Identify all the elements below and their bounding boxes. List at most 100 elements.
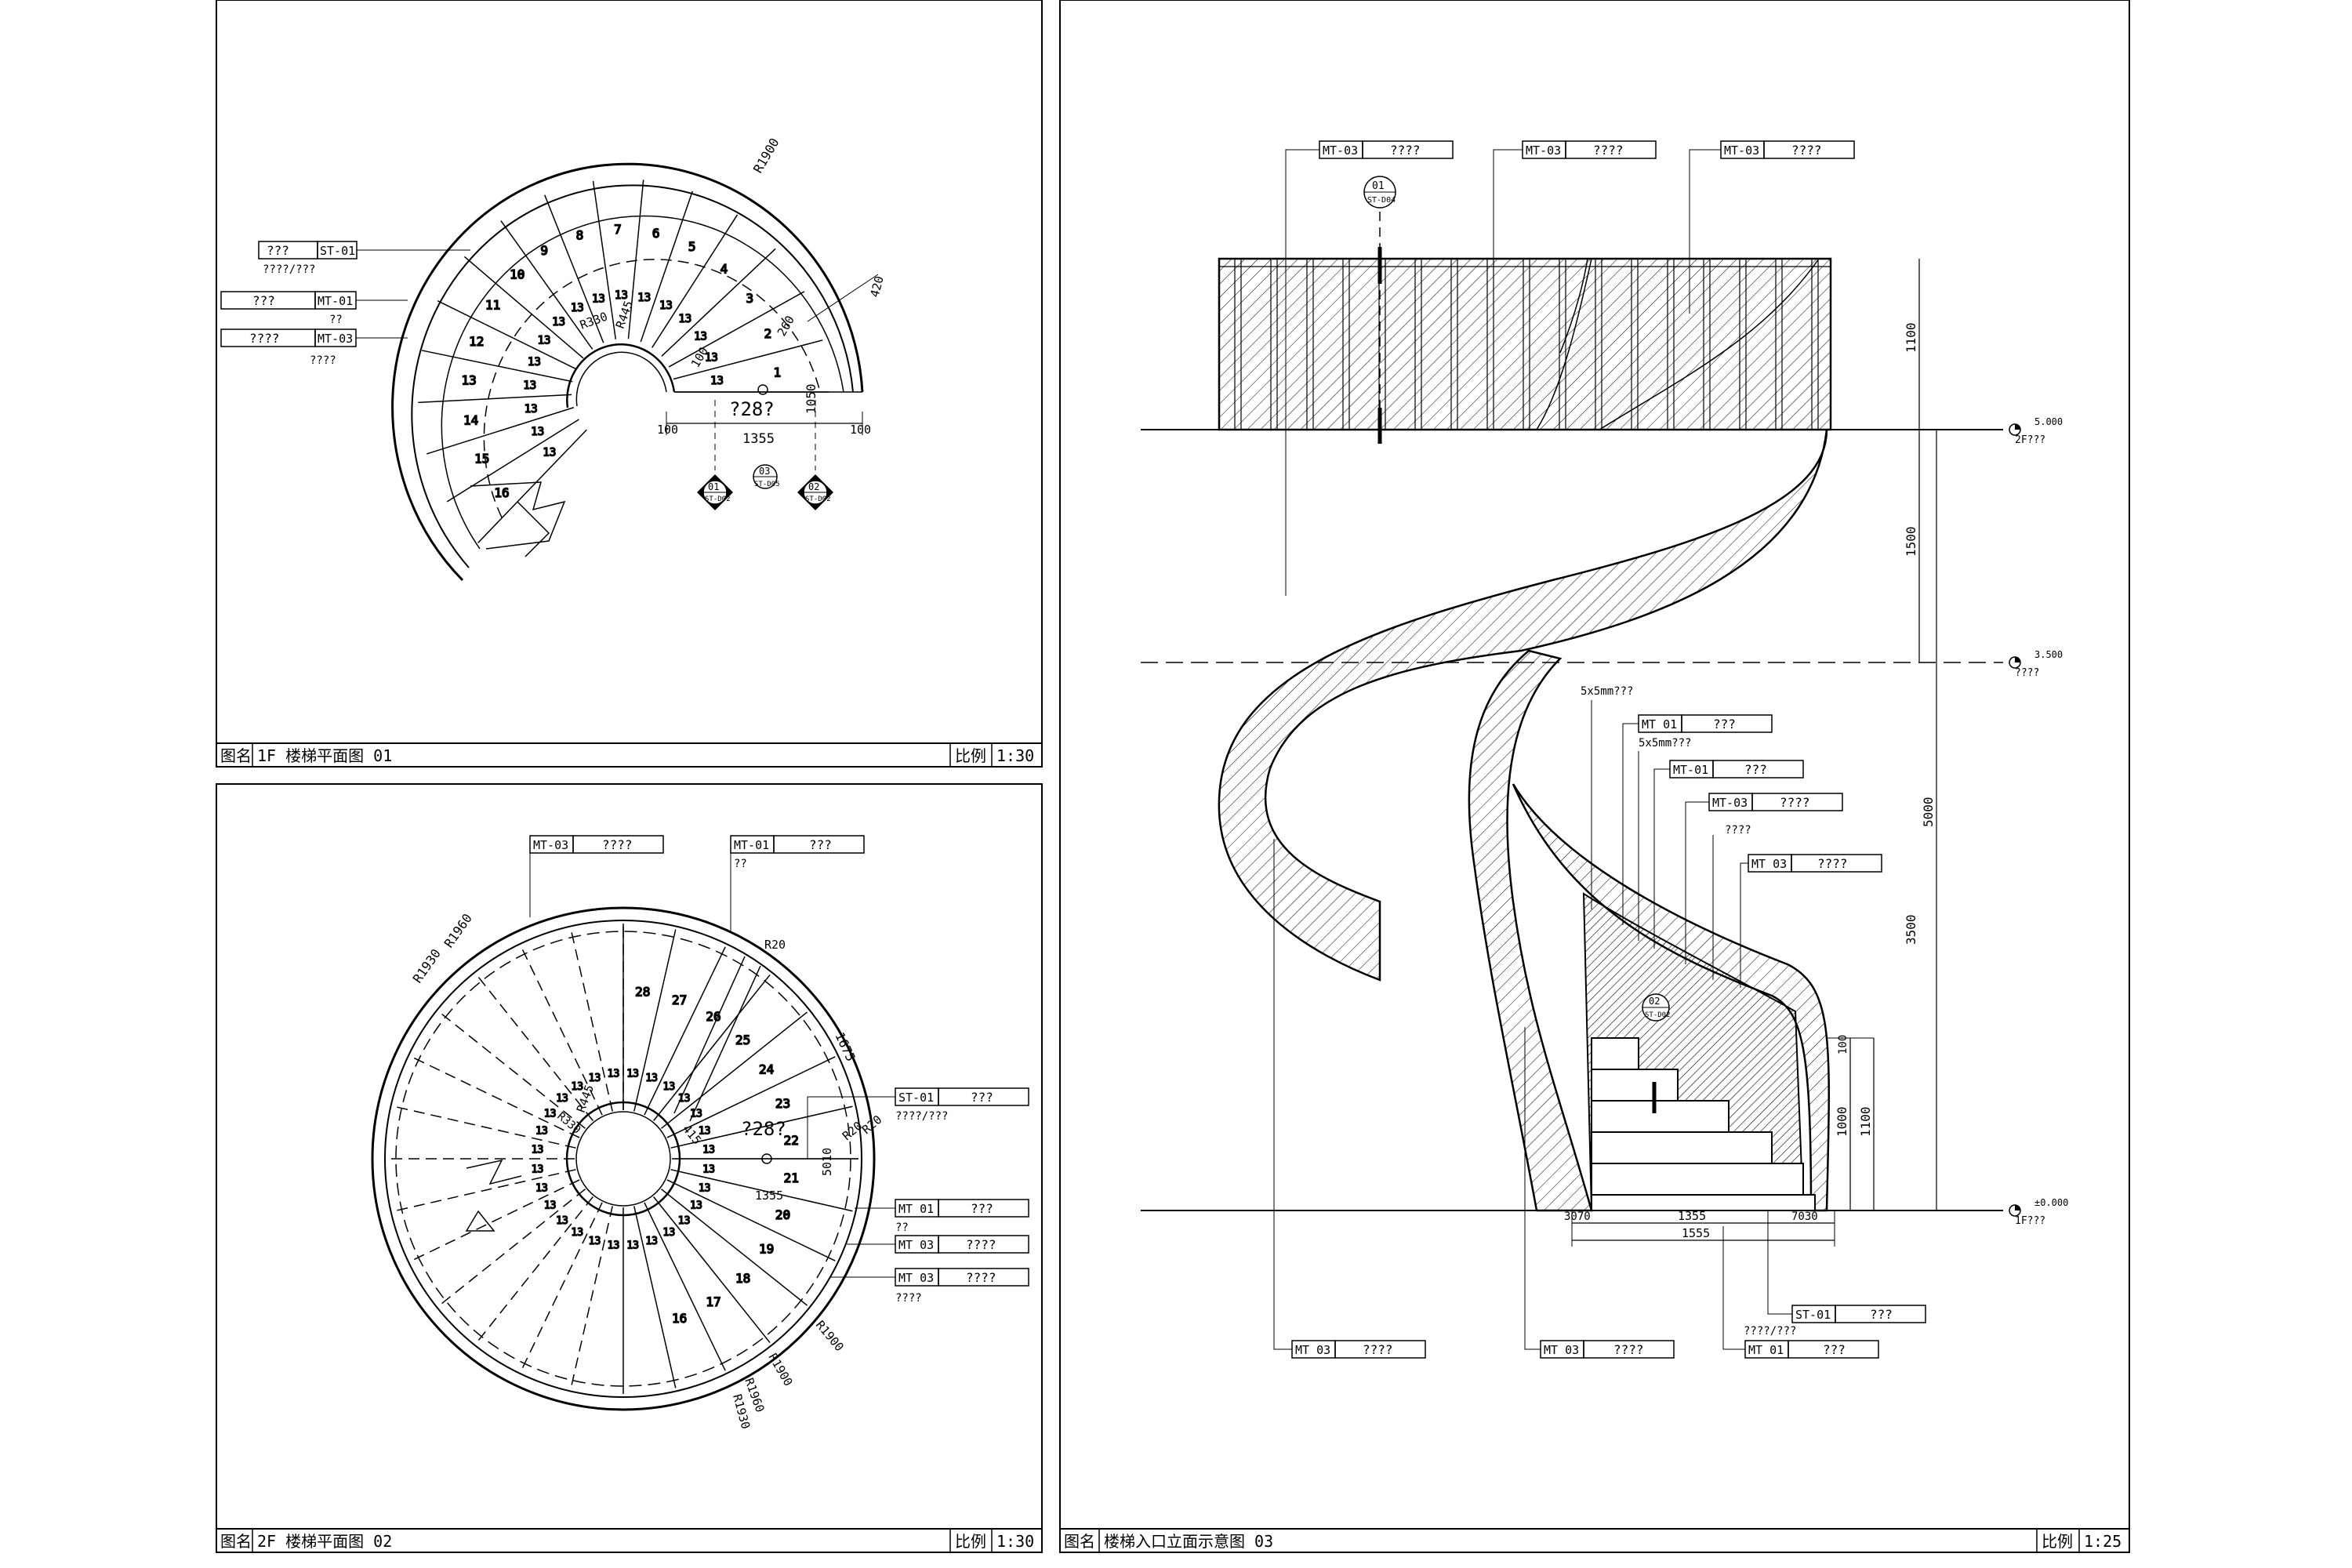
- svg-text:ST-D02: ST-D02: [705, 495, 731, 503]
- level-marker-2f: 5.000 2F???: [2009, 416, 2063, 446]
- dim-3500: 3500: [1904, 914, 1918, 945]
- step-rise: 13: [699, 1182, 711, 1194]
- svg-text:1F???: 1F???: [2015, 1215, 2045, 1227]
- step-rise: 13: [690, 1200, 702, 1212]
- step-rise: 13: [524, 403, 538, 416]
- tread-line: [640, 191, 693, 343]
- step-rise: 13: [678, 1215, 691, 1227]
- dim-1000: 1000: [1835, 1106, 1849, 1137]
- scale-key: 比例: [2042, 1532, 2073, 1551]
- tread-line: [661, 248, 776, 357]
- step-number: 15: [474, 451, 489, 466]
- svg-text:MT 03: MT 03: [1751, 857, 1787, 871]
- dim-r20-c: R20: [859, 1112, 884, 1137]
- title-bar-plan2: 图名 2F 楼梯平面图 02 比例 1:30: [216, 1528, 1042, 1552]
- svg-text:???: ???: [267, 243, 289, 258]
- tread-line: [437, 300, 577, 370]
- step-rise: 13: [637, 292, 651, 304]
- svg-text:????: ????: [2015, 667, 2039, 679]
- step-rise: 13: [710, 375, 724, 387]
- section-callout-mid: 02 ST-D02: [1642, 993, 1671, 1022]
- svg-text:MT-03: MT-03: [1526, 143, 1561, 158]
- svg-text:??: ??: [895, 1221, 909, 1234]
- dim-1355: 1355: [1678, 1209, 1706, 1223]
- dim-1100: 1100: [1904, 322, 1918, 353]
- step-rise: 13: [556, 1093, 568, 1105]
- svg-text:ST-01: ST-01: [320, 244, 355, 258]
- tread-line: [521, 1202, 603, 1371]
- material-tag-top-2: MT-03 ????: [1493, 140, 1657, 260]
- step-rise: 13: [556, 1215, 568, 1227]
- step-rise: 13: [543, 446, 556, 459]
- tread-line: [476, 974, 593, 1121]
- svg-text:????: ????: [1725, 824, 1751, 837]
- step-rise: 13: [592, 292, 605, 305]
- step-number: 26: [706, 1009, 720, 1024]
- tread-line: [668, 291, 805, 368]
- tread-line: [633, 1206, 677, 1388]
- step-number: 5: [688, 239, 696, 254]
- svg-text:MT 03: MT 03: [1295, 1343, 1330, 1357]
- tread-line: [673, 339, 823, 380]
- svg-text:???: ???: [809, 837, 832, 852]
- step-number: 17: [706, 1294, 720, 1309]
- step-number: 4: [720, 262, 728, 277]
- elevation-drawing: 01 ST-D04 02 ST-D02 1100 1500 5000 3500 …: [1141, 140, 2068, 1359]
- step-number: 2: [764, 326, 772, 341]
- step-rise: 13: [571, 1081, 583, 1093]
- svg-text:MT-01: MT-01: [734, 838, 769, 852]
- tread-line: [670, 1169, 853, 1212]
- step-rise: 13: [608, 1240, 620, 1251]
- svg-text:MT 01: MT 01: [898, 1202, 934, 1216]
- material-tag-bottom-1: MT 03 ????: [1273, 839, 1426, 1359]
- svg-text:???: ???: [1744, 762, 1767, 777]
- tread-line: [411, 1056, 580, 1138]
- svg-text:ST-01: ST-01: [1795, 1308, 1831, 1322]
- title-bar-elevation: 图名 楼梯入口立面示意图 03 比例 1:25: [1060, 1528, 2129, 1552]
- svg-text:????: ????: [1390, 143, 1421, 158]
- elevation-steps: [1591, 1037, 1816, 1211]
- dim-1100-b: 1100: [1858, 1106, 1873, 1137]
- tread-line: [661, 1011, 808, 1129]
- step-number: 3: [746, 291, 754, 306]
- tread-line: [500, 220, 593, 350]
- scale-value: 1:30: [996, 746, 1034, 765]
- step-rise: 13: [626, 1240, 639, 1251]
- svg-text:????: ????: [1593, 143, 1624, 158]
- svg-text:02: 02: [1649, 996, 1660, 1007]
- level-marker-mid: 3.500 ????: [2009, 649, 2063, 679]
- step-rise: 13: [571, 302, 584, 314]
- svg-text:??: ??: [329, 314, 343, 326]
- tread-line: [521, 946, 603, 1116]
- svg-text:01: 01: [708, 481, 719, 492]
- section-callout-top: 01 ST-D04: [1363, 176, 1396, 209]
- step-rise: 13: [528, 356, 541, 368]
- dim-r330: R330: [554, 1110, 583, 1137]
- svg-text:MT 01: MT 01: [1748, 1343, 1784, 1357]
- step-rise: 13: [694, 331, 707, 343]
- dim-r445: R445: [613, 299, 636, 330]
- step-rise: 13: [535, 1182, 548, 1194]
- tread-line: [426, 407, 575, 455]
- step-rise: 13: [531, 426, 544, 438]
- dim-1050: 1050: [804, 383, 818, 414]
- material-tag-mt01-right: MT 01 ??? ??: [855, 1199, 1029, 1234]
- tread-line: [438, 1011, 586, 1129]
- note-mesh-1: 5x5mm???: [1581, 685, 1633, 909]
- tread-line: [653, 974, 771, 1121]
- tread-line: [476, 1196, 593, 1344]
- dim-1555: 1555: [1682, 1226, 1710, 1240]
- section-callout-02: 02 ST-D02: [797, 474, 833, 510]
- step-number: 16: [494, 485, 509, 500]
- step-rise: 13: [699, 1126, 711, 1138]
- step-rise: 13: [659, 299, 673, 312]
- svg-text:ST-D04: ST-D04: [1367, 196, 1396, 205]
- svg-text:????: ????: [1791, 143, 1822, 158]
- step-number: 11: [485, 298, 500, 313]
- material-tag-mt01: ??? MT-01 ??: [220, 291, 408, 326]
- svg-text:MT-03: MT-03: [318, 332, 353, 346]
- svg-text:???: ???: [1823, 1342, 1846, 1357]
- tread-line: [477, 429, 587, 543]
- material-tag-bottom-3: MT 01 ???: [1722, 1226, 1879, 1359]
